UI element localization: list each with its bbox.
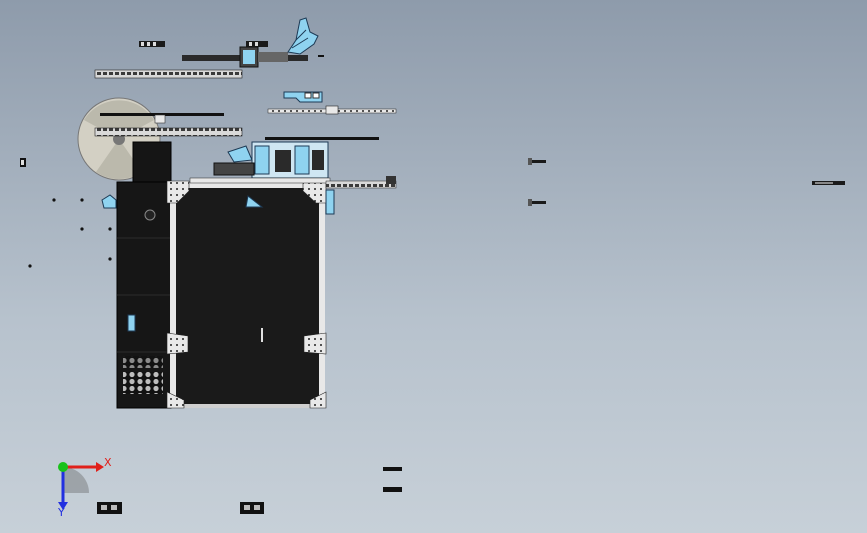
guide-block[interactable]: [154, 114, 166, 124]
fastener-dot-1: [52, 198, 56, 202]
top-plate-edge: [265, 137, 379, 140]
loose-part-3[interactable]: [812, 181, 845, 185]
fastener-dot-4: [108, 227, 112, 231]
mount-bracket-blue[interactable]: [283, 91, 323, 103]
x-axis-label: X: [104, 456, 112, 469]
x-axis-arrowhead: [96, 462, 104, 472]
fastener-dot-6: [28, 264, 32, 268]
side-clamp-left[interactable]: [101, 194, 117, 209]
dotted-conveyor[interactable]: [267, 105, 397, 115]
fastener-part-1-face: [21, 160, 24, 165]
y-axis-label: Y: [57, 506, 65, 519]
loose-bar-2[interactable]: [383, 487, 402, 492]
linear-rail-upper[interactable]: [94, 69, 243, 79]
z-axis-dot: [58, 462, 68, 472]
loose-part-bottom-left[interactable]: [97, 502, 122, 514]
fastener-dot-5: [108, 257, 112, 261]
fastener-dot-3: [80, 227, 84, 231]
side-clamp-right[interactable]: [325, 189, 335, 215]
part-label-top-center: [246, 41, 268, 47]
part-label-top-left: [139, 41, 165, 47]
top-cylinder-arm[interactable]: [182, 46, 324, 68]
electrical-cabinet[interactable]: [116, 141, 172, 409]
feed-mechanism[interactable]: [189, 141, 331, 184]
main-frame-enclosure[interactable]: [166, 180, 327, 409]
loose-part-2[interactable]: [528, 199, 546, 206]
fastener-dot-2: [80, 198, 84, 202]
coordinate-triad: X Y: [57, 456, 112, 519]
guide-bar[interactable]: [100, 113, 224, 116]
outfeed-conveyor[interactable]: [325, 176, 397, 189]
loose-part-1[interactable]: [528, 158, 546, 165]
curved-bracket-top[interactable]: [287, 17, 319, 55]
loose-bar-1[interactable]: [383, 467, 402, 471]
y-axis-arrowhead: [58, 502, 68, 510]
loose-part-bottom-center[interactable]: [240, 502, 264, 514]
triad-shadow: [63, 467, 89, 493]
linear-rail-lower[interactable]: [94, 127, 243, 137]
